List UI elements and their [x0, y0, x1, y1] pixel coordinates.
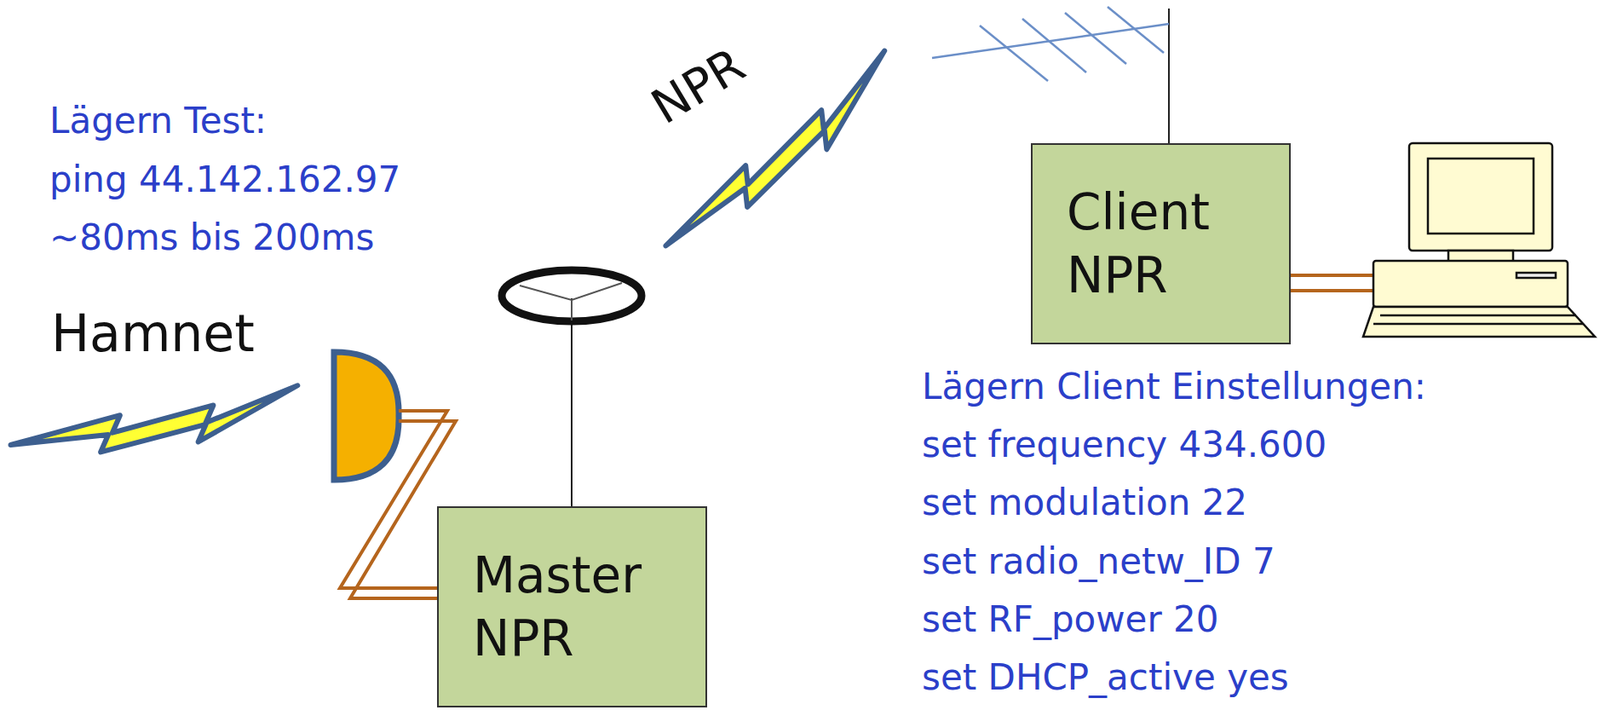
omni-antenna	[570, 299, 573, 321]
device-box: Client NPR	[1030, 143, 1291, 345]
yagi-antenna	[932, 6, 1169, 81]
config-line: set RF_power 20	[921, 598, 1220, 640]
note-text: ~80ms bis 200ms	[49, 216, 375, 259]
note-text: ping 44.142.162.97	[49, 158, 401, 201]
device-label: Client NPR	[1066, 180, 1259, 307]
note-text: Lägern Test:	[49, 99, 267, 142]
antenna-mast	[570, 298, 573, 508]
device-label: Master NPR	[472, 543, 675, 670]
computer	[1363, 143, 1595, 337]
note-text: Lägern Client Einstellungen:	[921, 365, 1427, 408]
dish-antenna	[333, 351, 399, 480]
network-name: Hamnet	[51, 303, 255, 363]
antenna-mast	[1168, 8, 1170, 145]
link-name: NPR	[641, 36, 754, 135]
config-line: set modulation 22	[921, 481, 1248, 524]
config-line: set DHCP_active yes	[921, 656, 1290, 698]
omni-antenna	[519, 282, 622, 300]
lightning-bolt	[8, 385, 301, 457]
omni-antenna	[501, 270, 642, 322]
config-line: set radio_netw_ID 7	[921, 540, 1276, 582]
device-box: Master NPR	[437, 506, 708, 708]
config-line: set frequency 434.600	[921, 423, 1327, 466]
